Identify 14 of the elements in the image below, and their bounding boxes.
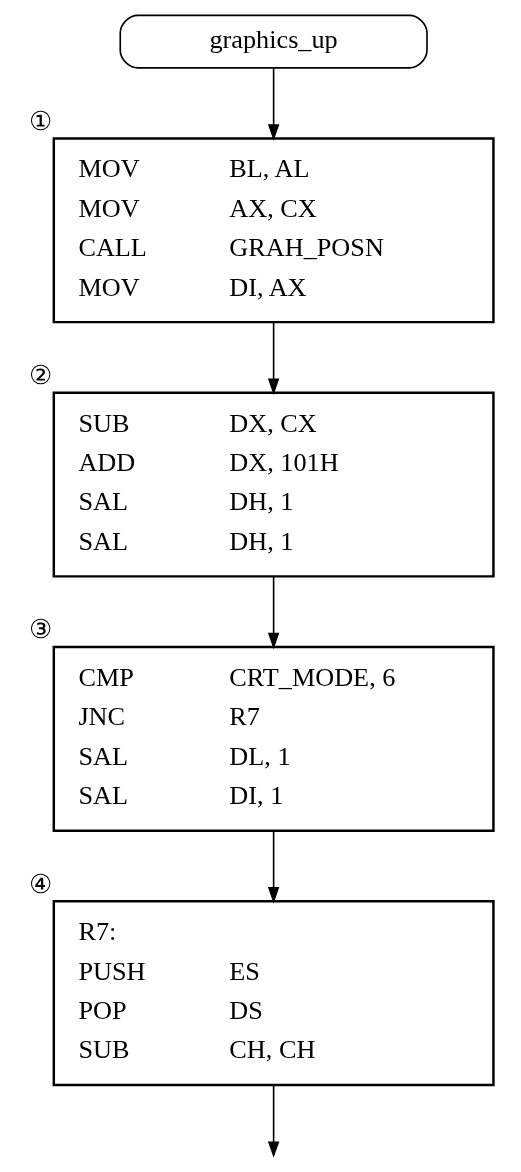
node-box: graphics_up: [119, 14, 428, 69]
arrow: [267, 575, 280, 650]
node-label: ③: [29, 615, 53, 645]
arrow: [267, 830, 280, 904]
arrow: [267, 67, 280, 141]
node-box: R7: PUSH ES POP DS SUB CH, CH: [52, 899, 495, 1087]
node-box: SUB DX, CX ADD DX, 101H SAL DH, 1 SAL DH, 1: [52, 391, 495, 578]
node-label: ②: [29, 361, 53, 391]
node-label: ①: [29, 106, 53, 136]
arrow: [267, 1084, 280, 1158]
node-box: MOV BL, AL MOV AX, CX CALL GRAH_POSN MOV DI, AX: [52, 137, 495, 324]
node-label: ④: [29, 869, 53, 899]
arrow: [267, 321, 280, 395]
node-box: CMP CRT_MODE, 6 JNC R7 SAL DL, 1 SAL DI, 1: [52, 645, 495, 832]
